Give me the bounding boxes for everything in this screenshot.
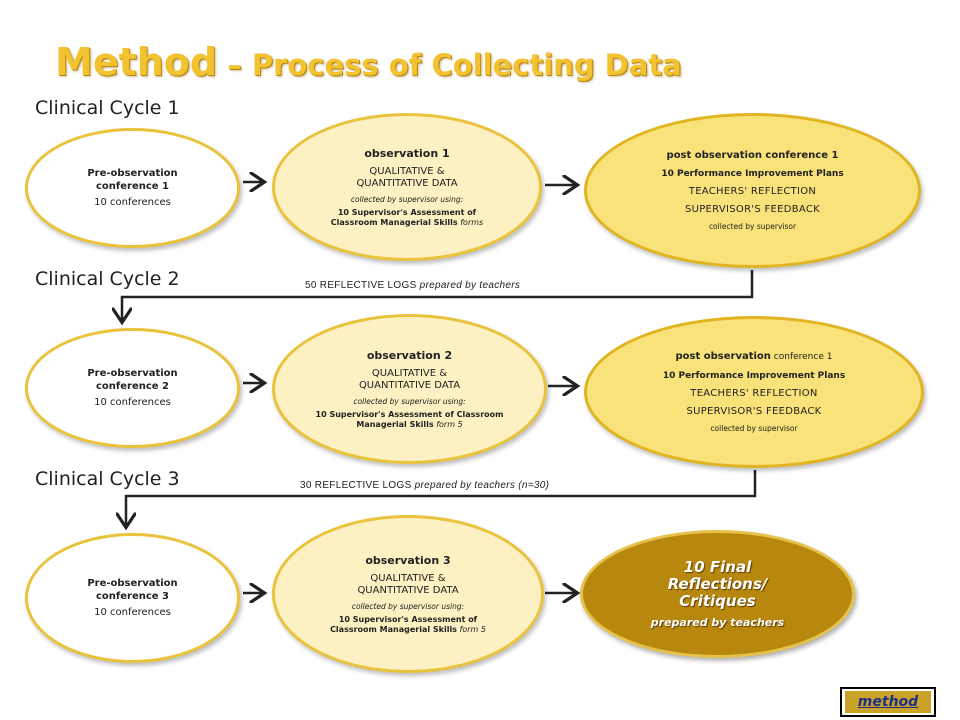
obs-2-title: observation 2 — [366, 348, 453, 362]
title-main: Method — [55, 40, 218, 84]
pre-1-sub: 10 conferences — [94, 197, 171, 208]
obs-2-data: QUALITATIVE & QUANTITATIVE DATA — [358, 367, 461, 391]
final-title: 10 Final Reflections/ Critiques — [667, 558, 768, 610]
post-1-feedback: SUPERVISOR'S FEEDBACK — [684, 204, 821, 215]
cycle-3-label: Clinical Cycle 3 — [35, 468, 180, 490]
method-link[interactable]: method — [845, 691, 931, 713]
observation-1: observation 1 QUALITATIVE & QUANTITATIVE… — [272, 113, 542, 261]
method-button[interactable]: method — [840, 687, 936, 717]
connector-cycle2-cycle3 — [126, 470, 757, 525]
obs-1-title: observation 1 — [364, 146, 450, 160]
post-1-plans: 10 Performance Improvement Plans — [661, 169, 844, 179]
post-2-collected: collected by supervisor — [710, 424, 798, 433]
observation-2: observation 2 QUALITATIVE & QUANTITATIVE… — [272, 314, 547, 464]
post-2-feedback: SUPERVISOR'S FEEDBACK — [686, 406, 822, 417]
observation-3: observation 3 QUALITATIVE & QUANTITATIVE… — [272, 515, 544, 673]
post-1-collected: collected by supervisor — [708, 222, 797, 231]
obs-3-title: observation 3 — [365, 553, 451, 567]
title-dash: – — [217, 48, 252, 82]
page-title: Method – Process of Collecting Data — [55, 40, 935, 90]
final-reflections: 10 Final Reflections/ Critiques prepared… — [580, 530, 855, 658]
final-sub: prepared by teachers — [650, 616, 785, 629]
obs-3-data: QUALITATIVE & QUANTITATIVE DATA — [357, 572, 459, 596]
reflective-logs-2: 30 REFLECTIVE LOGS prepared by teachers … — [300, 480, 550, 491]
obs-3-collected: collected by supervisor using: — [351, 601, 465, 611]
post-observation-conference-2: post observation conference 1 10 Perform… — [584, 316, 924, 468]
pre-observation-conference-2: Pre-observation conference 2 10 conferen… — [25, 328, 240, 448]
cycle-2-label: Clinical Cycle 2 — [35, 268, 180, 290]
post-observation-conference-1: post observation conference 1 10 Perform… — [584, 113, 921, 268]
pre-3-sub: 10 conferences — [94, 607, 171, 618]
pre-3-title: Pre-observation conference 3 — [87, 578, 178, 602]
pre-observation-conference-3: Pre-observation conference 3 10 conferen… — [25, 533, 240, 663]
pre-2-sub: 10 conferences — [94, 397, 171, 408]
connector-cycle1-cycle2 — [122, 270, 754, 320]
post-2-plans: 10 Performance Improvement Plans — [662, 371, 846, 381]
pre-1-title: Pre-observation conference 1 — [87, 168, 178, 192]
post-1-reflection: TEACHERS' REFLECTION — [688, 186, 817, 197]
post-2-reflection: TEACHERS' REFLECTION — [690, 388, 818, 399]
obs-2-form: 10 Supervisor's Assessment of Classroom … — [315, 409, 504, 429]
obs-3-form: 10 Supervisor's Assessment of Classroom … — [330, 614, 486, 634]
reflective-logs-1: 50 REFLECTIVE LOGS prepared by teachers — [305, 280, 521, 291]
post-2-title: post observation conference 1 — [675, 351, 833, 362]
pre-2-title: Pre-observation conference 2 — [87, 368, 178, 392]
title-rest: Process of Collecting Data — [251, 48, 682, 82]
pre-observation-conference-1: Pre-observation conference 1 10 conferen… — [25, 128, 240, 248]
cycle-1-label: Clinical Cycle 1 — [35, 97, 180, 119]
post-1-title: post observation conference 1 — [666, 150, 839, 161]
obs-1-data: QUALITATIVE & QUANTITATIVE DATA — [356, 165, 458, 189]
obs-1-form: 10 Supervisor's Assessment of Classroom … — [330, 207, 484, 227]
obs-1-collected: collected by supervisor using: — [350, 194, 464, 204]
obs-2-collected: collected by supervisor using: — [353, 396, 466, 406]
